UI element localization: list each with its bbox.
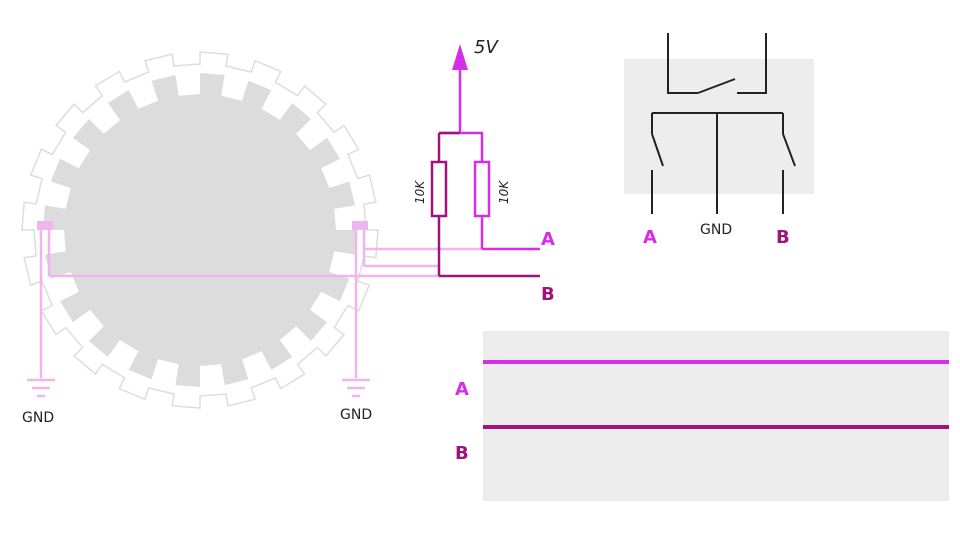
output-a-label: A: [541, 229, 555, 250]
resistor-left-label: 10K: [413, 180, 427, 204]
switch-a-contact: [651, 133, 664, 167]
encoder-contacts: [37, 221, 482, 378]
gnd-label-right: GND: [340, 407, 372, 423]
right-contact-pad: [352, 221, 368, 230]
switch-b-contact: [782, 133, 796, 167]
ground-symbol-right: [342, 378, 370, 398]
pullup-circuit: [430, 44, 540, 278]
resistor-left: [430, 160, 448, 218]
signal-a-label: A: [455, 379, 469, 400]
output-b-label: B: [541, 284, 555, 305]
supply-arrow-icon: [452, 44, 468, 70]
encoder-wheel-teeth: [43, 73, 357, 387]
resistor-right-label: 10K: [497, 180, 511, 204]
signal-b-label: B: [455, 443, 469, 464]
encoder-wheel: [21, 51, 379, 409]
gnd-label-left: GND: [22, 410, 54, 426]
top-switch-contact: [697, 78, 736, 94]
resistor-right: [473, 160, 491, 218]
supply-label: 5V: [474, 37, 499, 58]
ground-symbol-left: [27, 378, 55, 398]
switch-pin-b-label: B: [776, 227, 790, 248]
left-contact-pad: [37, 221, 53, 230]
top-switch-left-lead: [667, 33, 698, 94]
switch-pin-a-label: A: [643, 227, 657, 248]
switch-pin-gnd-label: GND: [700, 222, 732, 238]
signal-panel: A B: [455, 331, 949, 501]
top-switch-right-lead: [737, 33, 767, 94]
switch-diagram: A GND B: [624, 33, 814, 248]
signal-panel-bg: [483, 331, 949, 501]
